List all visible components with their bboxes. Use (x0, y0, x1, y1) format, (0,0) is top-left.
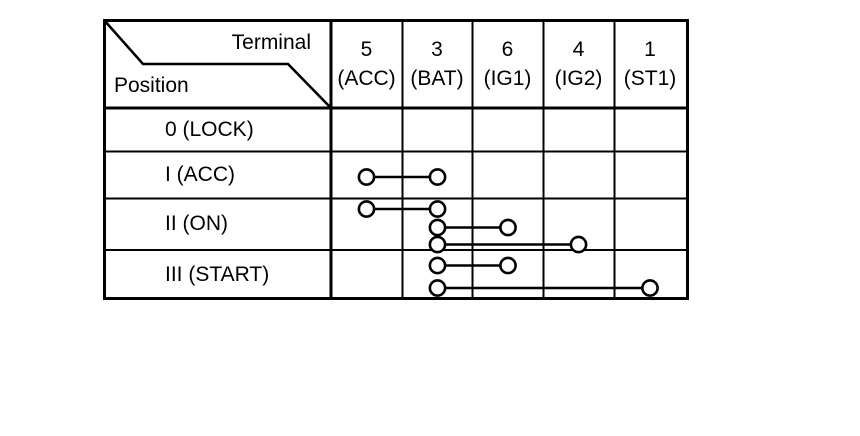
contact-circle (499, 218, 517, 237)
continuity-connector-3-6 (428, 256, 517, 275)
corner-terminal-label: Terminal (231, 31, 311, 54)
position-row-label-start: III (START) (165, 262, 270, 286)
terminal-name: (ST1) (623, 66, 677, 90)
contact-circle (428, 235, 447, 254)
terminal-header-6-ig1: 6 (IG1) (472, 19, 543, 108)
continuity-connector-3-6 (428, 218, 517, 237)
contact-circle (428, 200, 447, 218)
position-row-label-on: II (ON) (165, 212, 228, 236)
contact-circle (428, 279, 447, 297)
terminal-name: (BAT) (410, 66, 464, 90)
terminal-name: (ACC) (337, 66, 396, 90)
terminal-number: 6 (501, 37, 514, 61)
corner-position-label: Position (114, 74, 189, 97)
contact-circle (428, 218, 447, 237)
contact-circle (357, 200, 376, 218)
contact-circle (428, 256, 447, 275)
table-outer-border (103, 19, 689, 300)
continuity-connector-5-3 (357, 200, 447, 218)
terminal-number: 3 (431, 37, 443, 61)
continuity-connector-3-1 (428, 279, 659, 297)
terminal-number: 1 (644, 37, 656, 61)
terminal-name: (IG2) (554, 66, 603, 90)
terminal-header-1-st1: 1 (ST1) (614, 19, 686, 108)
contact-circle (428, 168, 447, 186)
contact-circle (499, 256, 517, 275)
terminal-number: 5 (360, 37, 373, 61)
terminal-number: 4 (572, 37, 585, 61)
position-row-label-acc: I (ACC) (165, 163, 235, 186)
contact-circle (641, 279, 659, 297)
terminal-header-3-bat: 3 (BAT) (402, 19, 472, 108)
terminal-name: (IG1) (483, 66, 532, 90)
contact-circle (357, 168, 376, 186)
terminal-header-5-acc: 5 (ACC) (331, 19, 402, 108)
header-diagonal-divider (103, 19, 331, 108)
terminal-header-4-ig2: 4 (IG2) (543, 19, 614, 108)
continuity-connector-5-3 (357, 168, 447, 186)
position-row-label-lock: 0 (LOCK) (165, 117, 254, 141)
contact-circle (569, 235, 588, 254)
continuity-connector-3-4 (428, 235, 588, 254)
